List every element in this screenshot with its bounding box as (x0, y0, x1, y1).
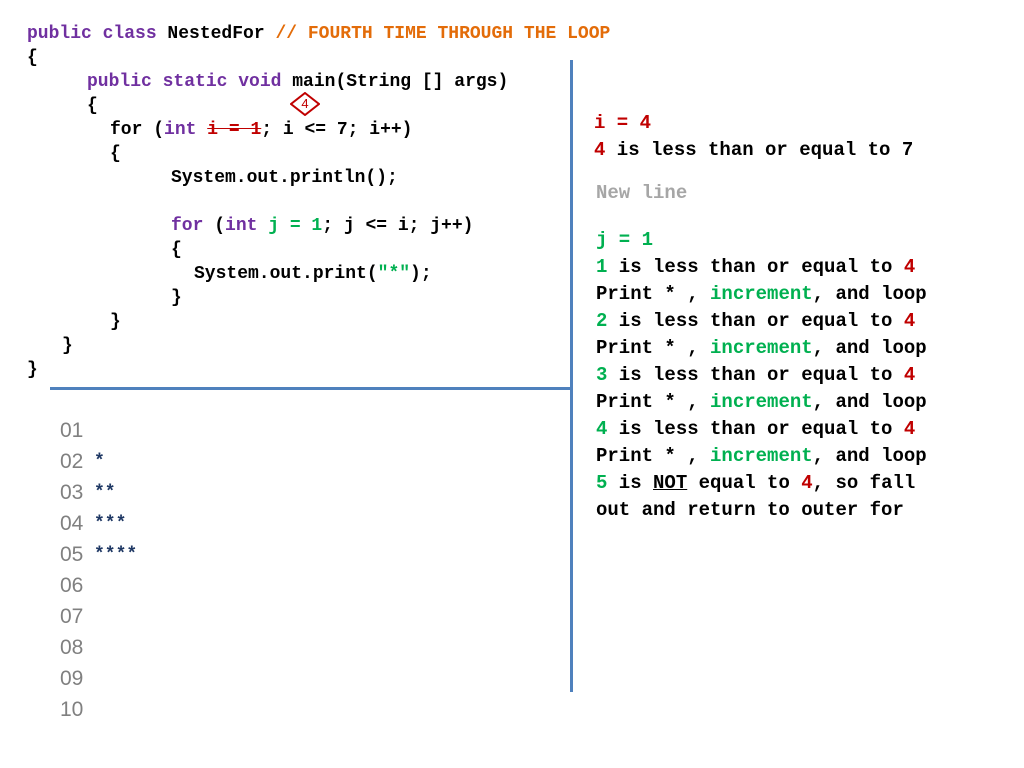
print-step: Print * , increment, and loop (596, 445, 927, 467)
code-line-println: System.out.println(); (171, 168, 398, 188)
outer-condition: 4 is less than or equal to 7 (594, 139, 914, 161)
line-number: 09 (60, 667, 84, 690)
code-line-main: public static void main(String [] args) (87, 72, 509, 92)
line-number: 05 (60, 543, 84, 566)
new-line-note: New line (596, 182, 688, 204)
line-number: 08 (60, 636, 84, 659)
code-line-brace: } (110, 312, 121, 332)
line-number: 03 (60, 481, 84, 504)
code-line-brace: { (110, 144, 121, 164)
code-line-brace: { (171, 240, 182, 260)
struck-init: i = 1 (207, 120, 262, 140)
inner-check: 3 is less than or equal to 4 (596, 364, 916, 386)
line-number: 10 (60, 698, 84, 721)
line-number: 06 (60, 574, 84, 597)
code-line-brace: { (27, 48, 38, 68)
exit-condition: 5 is NOT equal to 4, so fall (596, 472, 916, 494)
code-line-class: public class NestedFor // FOURTH TIME TH… (27, 24, 611, 44)
code-line-print: System.out.print("*"); (194, 264, 432, 284)
code-line-brace: } (171, 288, 182, 308)
output-line: **** (94, 545, 138, 565)
code-comment: // FOURTH TIME THROUGH THE LOOP (275, 24, 611, 44)
inner-check: 4 is less than or equal to 4 (596, 418, 916, 440)
line-number: 07 (60, 605, 84, 628)
diamond-badge-icon (290, 92, 320, 116)
line-number: 01 (60, 419, 84, 442)
inner-check: 2 is less than or equal to 4 (596, 310, 916, 332)
j-assignment: j = 1 (596, 229, 654, 251)
output-line: ** (94, 483, 116, 503)
code-line-outer-for: for (int i = 1; i <= 7; i++) (110, 120, 413, 140)
code-line-inner-for: for (int j = 1; j <= i; j++) (171, 216, 474, 236)
code-line-brace: } (62, 336, 73, 356)
line-number: 04 (60, 512, 84, 535)
vertical-divider (570, 60, 573, 692)
inner-check: 1 is less than or equal to 4 (596, 256, 916, 278)
output-line: * (94, 452, 105, 472)
print-step: Print * , increment, and loop (596, 283, 927, 305)
code-line-brace: } (27, 360, 38, 380)
print-step: Print * , increment, and loop (596, 337, 927, 359)
horizontal-divider (50, 387, 570, 390)
line-number: 02 (60, 450, 84, 473)
code-line-brace: { (87, 96, 98, 116)
i-assignment: i = 4 (594, 112, 652, 134)
badge-value: 4 (301, 96, 309, 111)
output-line: *** (94, 514, 127, 534)
print-step: Print * , increment, and loop (596, 391, 927, 413)
exit-note: out and return to outer for (596, 499, 904, 521)
